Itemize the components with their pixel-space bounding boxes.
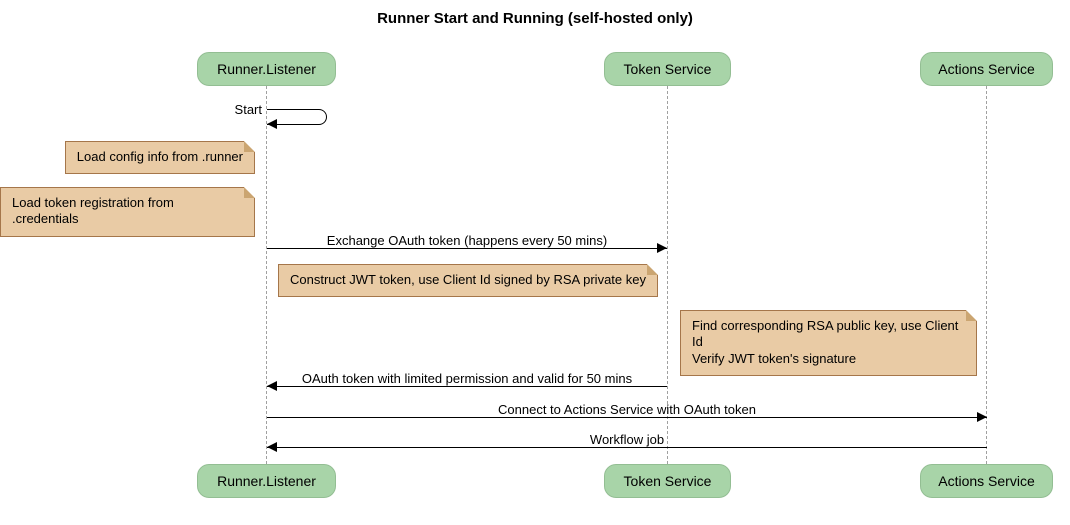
lifeline-token-service <box>667 86 668 464</box>
lifeline-actions-service <box>986 86 987 464</box>
message-line <box>267 386 667 387</box>
participant-runner-listener-bottom: Runner.Listener <box>197 464 336 498</box>
arrowhead-left-icon <box>267 119 277 129</box>
note-text: Construct JWT token, use Client Id signe… <box>290 272 646 287</box>
message-line <box>267 447 987 448</box>
diagram-title: Runner Start and Running (self-hosted on… <box>377 10 693 27</box>
note-text: Find corresponding RSA public key, use C… <box>692 318 959 366</box>
self-message-loop <box>267 109 327 125</box>
participant-token-service-bottom: Token Service <box>604 464 731 498</box>
arrowhead-left-icon <box>267 381 277 391</box>
participant-label: Token Service <box>623 473 712 489</box>
message-line <box>267 417 987 418</box>
note-text: Load config info from .runner <box>76 149 243 164</box>
arrowhead-right-icon <box>977 412 987 422</box>
arrowhead-left-icon <box>267 442 277 452</box>
note-fold-icon <box>244 141 255 152</box>
note-text: Load token registration from .credential… <box>12 195 174 227</box>
note-load-token-registration: Load token registration from .credential… <box>0 187 255 237</box>
note-load-config: Load config info from .runner <box>64 141 255 175</box>
lifeline-runner-listener <box>266 86 267 464</box>
participant-label: Actions Service <box>938 473 1035 489</box>
note-fold-icon <box>966 310 977 321</box>
participant-runner-listener-top: Runner.Listener <box>197 52 336 86</box>
message-label-workflow-job: Workflow job <box>589 432 665 447</box>
arrowhead-right-icon <box>657 243 667 253</box>
participant-actions-service-bottom: Actions Service <box>920 464 1053 498</box>
participant-label: Actions Service <box>938 61 1035 77</box>
note-verify-jwt: Find corresponding RSA public key, use C… <box>680 310 977 376</box>
message-label-start: Start <box>234 102 262 117</box>
note-fold-icon <box>244 187 255 198</box>
participant-label: Runner.Listener <box>217 61 316 77</box>
message-label-exchange-oauth: Exchange OAuth token (happens every 50 m… <box>326 233 608 248</box>
participant-actions-service-top: Actions Service <box>920 52 1053 86</box>
message-label-oauth-return: OAuth token with limited permission and … <box>301 371 633 386</box>
note-construct-jwt: Construct JWT token, use Client Id signe… <box>278 264 658 298</box>
note-fold-icon <box>646 264 658 275</box>
participant-token-service-top: Token Service <box>604 52 731 86</box>
participant-label: Runner.Listener <box>217 473 316 489</box>
message-line <box>267 248 667 249</box>
participant-label: Token Service <box>623 61 712 77</box>
message-label-connect-actions: Connect to Actions Service with OAuth to… <box>498 402 756 417</box>
